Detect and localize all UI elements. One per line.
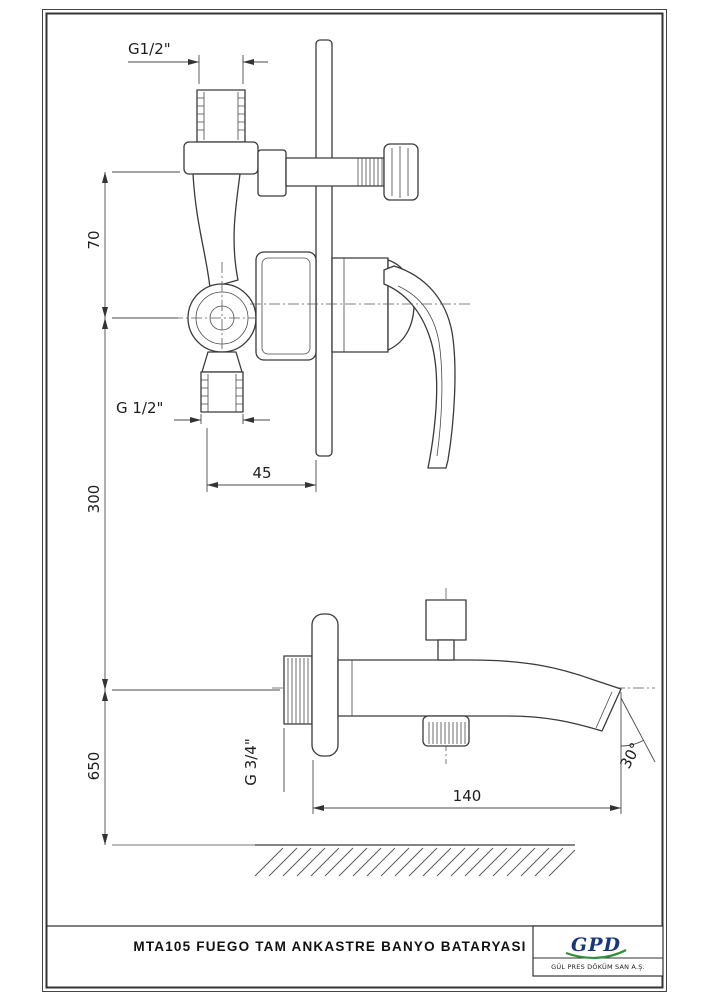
diverter-knob bbox=[425, 599, 467, 641]
dimension-spout-thread: G 3/4" bbox=[242, 728, 285, 792]
mixer-front-view bbox=[172, 39, 470, 469]
dim-spout-thread-label: G 3/4" bbox=[242, 738, 260, 785]
dim-140-label: 140 bbox=[453, 787, 482, 805]
dimension-30deg: 30° bbox=[616, 697, 656, 772]
title-block: MTA105 FUEGO TAM ANKASTRE BANYO BATARYAS… bbox=[47, 925, 664, 977]
stop-knob bbox=[383, 143, 419, 201]
diverter-stem bbox=[437, 639, 455, 661]
dim-300-label: 300 bbox=[85, 485, 103, 514]
spout-flange bbox=[311, 613, 339, 757]
spout-side-view bbox=[272, 588, 655, 764]
escutcheon bbox=[331, 257, 389, 353]
spout-nipple bbox=[283, 655, 313, 725]
spout-body bbox=[337, 659, 622, 732]
lever-handle bbox=[383, 265, 456, 469]
drawing-title: MTA105 FUEGO TAM ANKASTRE BANYO BATARYAS… bbox=[133, 939, 526, 954]
company-name: GÜL PRES DÖKÜM SAN A.Ş. bbox=[551, 962, 645, 971]
top-nut bbox=[183, 141, 259, 175]
ground-line bbox=[112, 844, 576, 877]
gpd-logo-swoosh bbox=[565, 949, 627, 959]
outlet-socket bbox=[200, 371, 244, 413]
outer-border bbox=[42, 9, 667, 992]
dim-650-label: 650 bbox=[85, 752, 103, 781]
dim-45-label: 45 bbox=[252, 464, 271, 482]
dim-70-label: 70 bbox=[85, 230, 103, 249]
aerator bbox=[422, 715, 470, 747]
logo-box bbox=[532, 925, 664, 977]
dim-outlet-thread-label: G 1/2" bbox=[116, 399, 163, 417]
gpd-logo-text: GPD bbox=[571, 934, 621, 956]
stem-collar bbox=[257, 149, 287, 197]
wall-plate bbox=[315, 39, 333, 457]
dimension-top-thread: G1/2" bbox=[128, 40, 268, 84]
ground-hatch bbox=[254, 847, 576, 877]
dimension-outlet-thread: G 1/2" bbox=[116, 399, 270, 424]
dimension-45: 45 bbox=[206, 428, 317, 492]
valve-body bbox=[255, 251, 317, 361]
inner-border bbox=[45, 12, 664, 989]
outlet-neck bbox=[201, 351, 243, 373]
stem-rod bbox=[285, 157, 385, 187]
dimension-140: 140 bbox=[312, 692, 622, 814]
dimension-left-chain: 70 300 650 bbox=[85, 171, 280, 845]
supply-arm bbox=[192, 173, 241, 289]
dim-top-thread-label: G1/2" bbox=[128, 40, 171, 58]
